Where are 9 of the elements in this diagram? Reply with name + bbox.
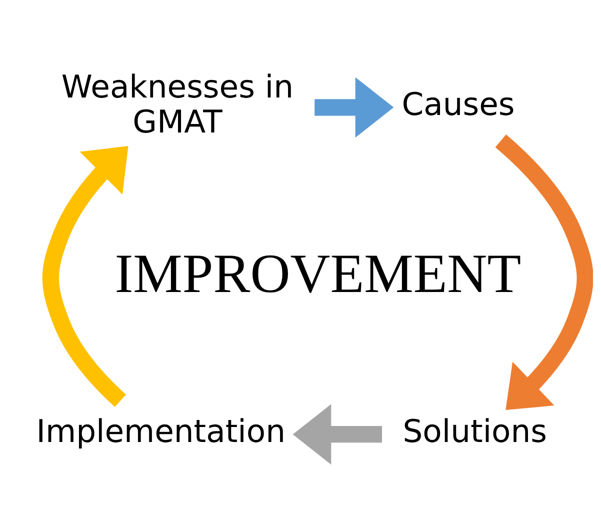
arrow: [42, 146, 128, 406]
arrow: [292, 404, 382, 464]
node-text: Causes: [402, 86, 515, 122]
node-text: Solutions: [402, 413, 548, 450]
arrow: [314, 76, 394, 138]
label: IMPROVEMENT: [114, 242, 522, 304]
arrow: [495, 134, 593, 410]
node-text: Weaknesses in GMAT: [61, 68, 294, 140]
node-text: Implementation: [36, 413, 286, 450]
